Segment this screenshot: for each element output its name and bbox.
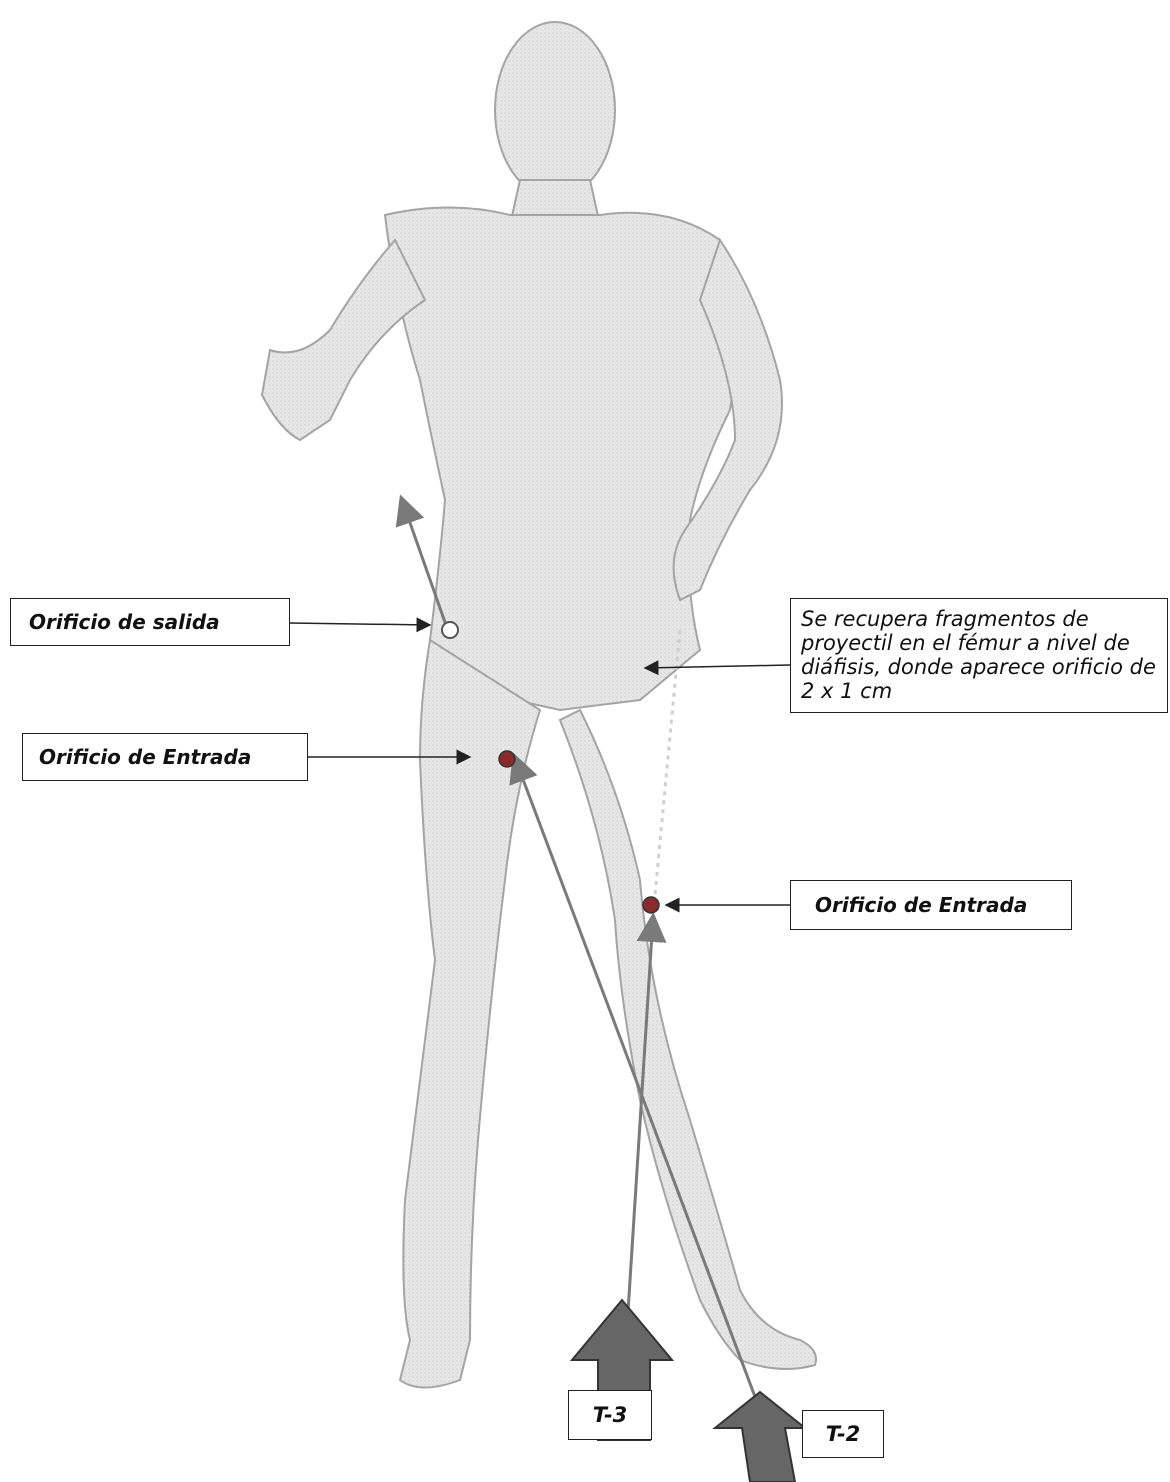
entry-wound-thigh-label: Orificio de Entrada bbox=[22, 733, 308, 781]
entry-wound-knee-label: Orificio de Entrada bbox=[790, 880, 1072, 930]
trajectory-t3-label: T-3 bbox=[568, 1390, 652, 1440]
femur-fragments-note-text: Se recupera fragmentos de proyectil en e… bbox=[801, 607, 1157, 703]
femur-fragments-note: Se recupera fragmentos de proyectil en e… bbox=[790, 598, 1168, 713]
trajectory-t2-label-text: T-2 bbox=[826, 1422, 861, 1446]
entry-wound-knee-marker bbox=[643, 897, 659, 913]
torso bbox=[385, 208, 736, 711]
exit-wound-label: Orificio de salida bbox=[10, 598, 290, 646]
entry-wound-knee-label-text: Orificio de Entrada bbox=[815, 893, 1027, 917]
right-arm bbox=[262, 240, 425, 440]
entry-wound-thigh-marker bbox=[499, 751, 515, 767]
exit-wound-marker bbox=[442, 622, 458, 638]
exit-wound-label-text: Orificio de salida bbox=[29, 610, 220, 634]
human-body-figure bbox=[262, 22, 816, 1388]
right-leg bbox=[400, 640, 540, 1388]
left-leg bbox=[560, 710, 816, 1369]
trajectory-t2-label: T-2 bbox=[802, 1410, 884, 1458]
t2-large-up-arrow bbox=[715, 1392, 805, 1482]
trajectory-t3-label-text: T-3 bbox=[593, 1403, 628, 1427]
head bbox=[495, 22, 615, 198]
trajectory-line-t2 bbox=[515, 758, 760, 1410]
exit-leader-line bbox=[290, 623, 430, 625]
entry-wound-thigh-label-text: Orificio de Entrada bbox=[39, 745, 251, 769]
